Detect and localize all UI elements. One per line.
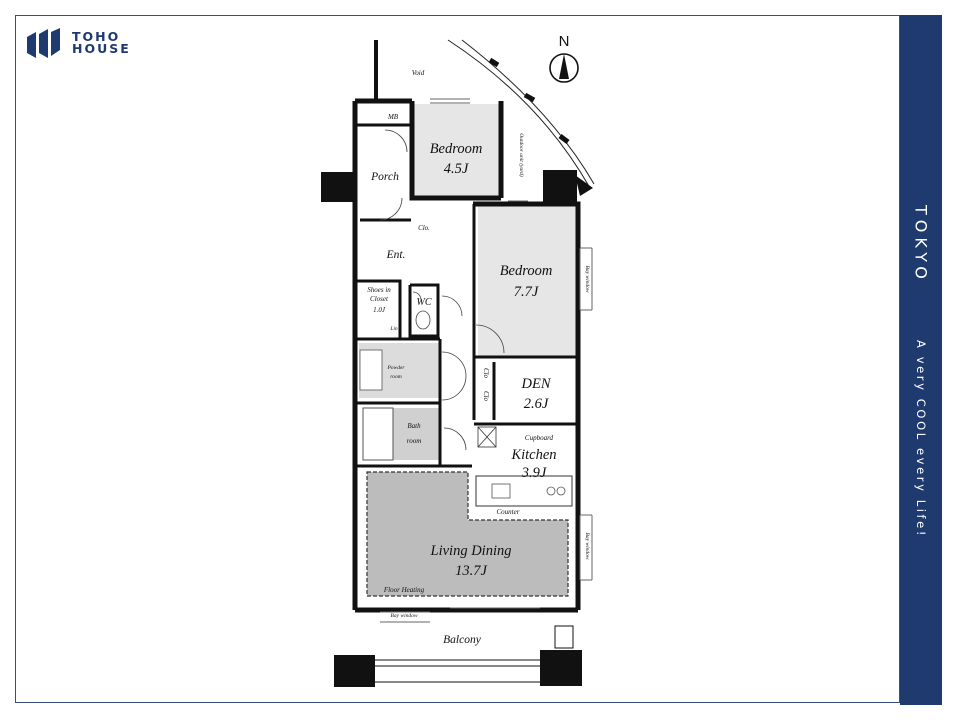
bedroom-large-name: Bedroom — [500, 263, 553, 279]
bay-window-c-label: Bay window — [390, 613, 417, 619]
curved-wall-posts — [488, 57, 570, 144]
interior-walls — [356, 123, 578, 468]
bedroom-large-floor — [478, 204, 577, 356]
powder-sink — [359, 349, 383, 391]
powder-room-line-1: Powder — [386, 365, 405, 371]
toilet-icon — [415, 310, 431, 330]
powder-room-line-2: room — [390, 374, 401, 380]
door-swings — [379, 129, 505, 451]
living-dining-name: Living Dining — [430, 543, 512, 559]
brand-logo: TOHO HOUSE — [27, 28, 131, 58]
den-name: DEN — [521, 376, 552, 392]
kitchen-size: 3.9J — [521, 465, 547, 481]
balcony-label: Balcony — [443, 634, 482, 646]
brand-line-2: HOUSE — [72, 41, 131, 56]
kitchen-counter — [475, 475, 573, 507]
stove-burner-icon — [546, 486, 556, 496]
closet-c-label: Clo — [482, 391, 490, 402]
bedroom-small-size: 4.5J — [444, 161, 469, 177]
outdoor-unit-label: Outdoor unit (yard) — [518, 133, 525, 177]
bedroom-large-size: 7.7J — [514, 284, 539, 300]
bay-window-a-label: Bay window — [584, 265, 590, 292]
closet-b-label: Clo — [482, 368, 490, 379]
compass-label: N — [559, 33, 570, 50]
kitchen-name: Kitchen — [510, 447, 556, 463]
bath-room-line-2: room — [407, 437, 422, 445]
curved-wall-outer — [447, 39, 591, 189]
windows — [380, 98, 593, 623]
bath-room-line-1: Bath — [407, 422, 421, 430]
side-tagline: A very COOL every Life! — [914, 340, 928, 539]
stove-burner-icon — [556, 486, 566, 496]
toho-house-logo-icon — [27, 28, 60, 58]
curved-wall-inner — [461, 39, 595, 185]
pillars — [321, 170, 582, 687]
sink-icon — [491, 483, 511, 499]
void-label: Void — [412, 69, 425, 77]
porch-label: Porch — [370, 171, 399, 183]
shoes-closet-size: 1.0J — [373, 306, 386, 314]
bathtub — [362, 407, 394, 461]
living-dining-size: 13.7J — [455, 563, 487, 579]
mb-label: MB — [387, 113, 399, 121]
brand-line-1: TOHO — [72, 28, 121, 44]
cupboard-label: Cupboard — [525, 434, 554, 442]
side-title: TOKYO — [911, 205, 931, 284]
curved-wall-end — [575, 175, 593, 196]
floor-heating-label: Floor Heating — [383, 586, 425, 594]
den-size: 2.6J — [524, 396, 549, 412]
compass-icon — [549, 53, 579, 83]
shoes-closet-line-1: Shoes in — [367, 286, 391, 294]
fridge-space-icon — [477, 426, 497, 448]
closet-a-label: Clo. — [418, 224, 430, 232]
linen-label: Lin — [389, 326, 398, 332]
bedroom-small-floor — [413, 104, 499, 198]
counter-label: Counter — [497, 508, 520, 516]
entrance-label: Ent. — [386, 249, 406, 261]
bath-room-floor — [392, 408, 439, 460]
bedroom-small-name: Bedroom — [430, 141, 483, 157]
wc-label: WC — [417, 297, 432, 308]
bay-window-b-label: Bay window — [584, 532, 590, 559]
balcony-rail — [375, 625, 574, 683]
side-banner: TOKYO A very COOL every Life! — [900, 15, 942, 705]
brand-name: TOHO HOUSE — [72, 28, 131, 56]
living-dining-floor — [366, 471, 569, 597]
shoes-closet-line-2: Closet — [370, 295, 389, 303]
